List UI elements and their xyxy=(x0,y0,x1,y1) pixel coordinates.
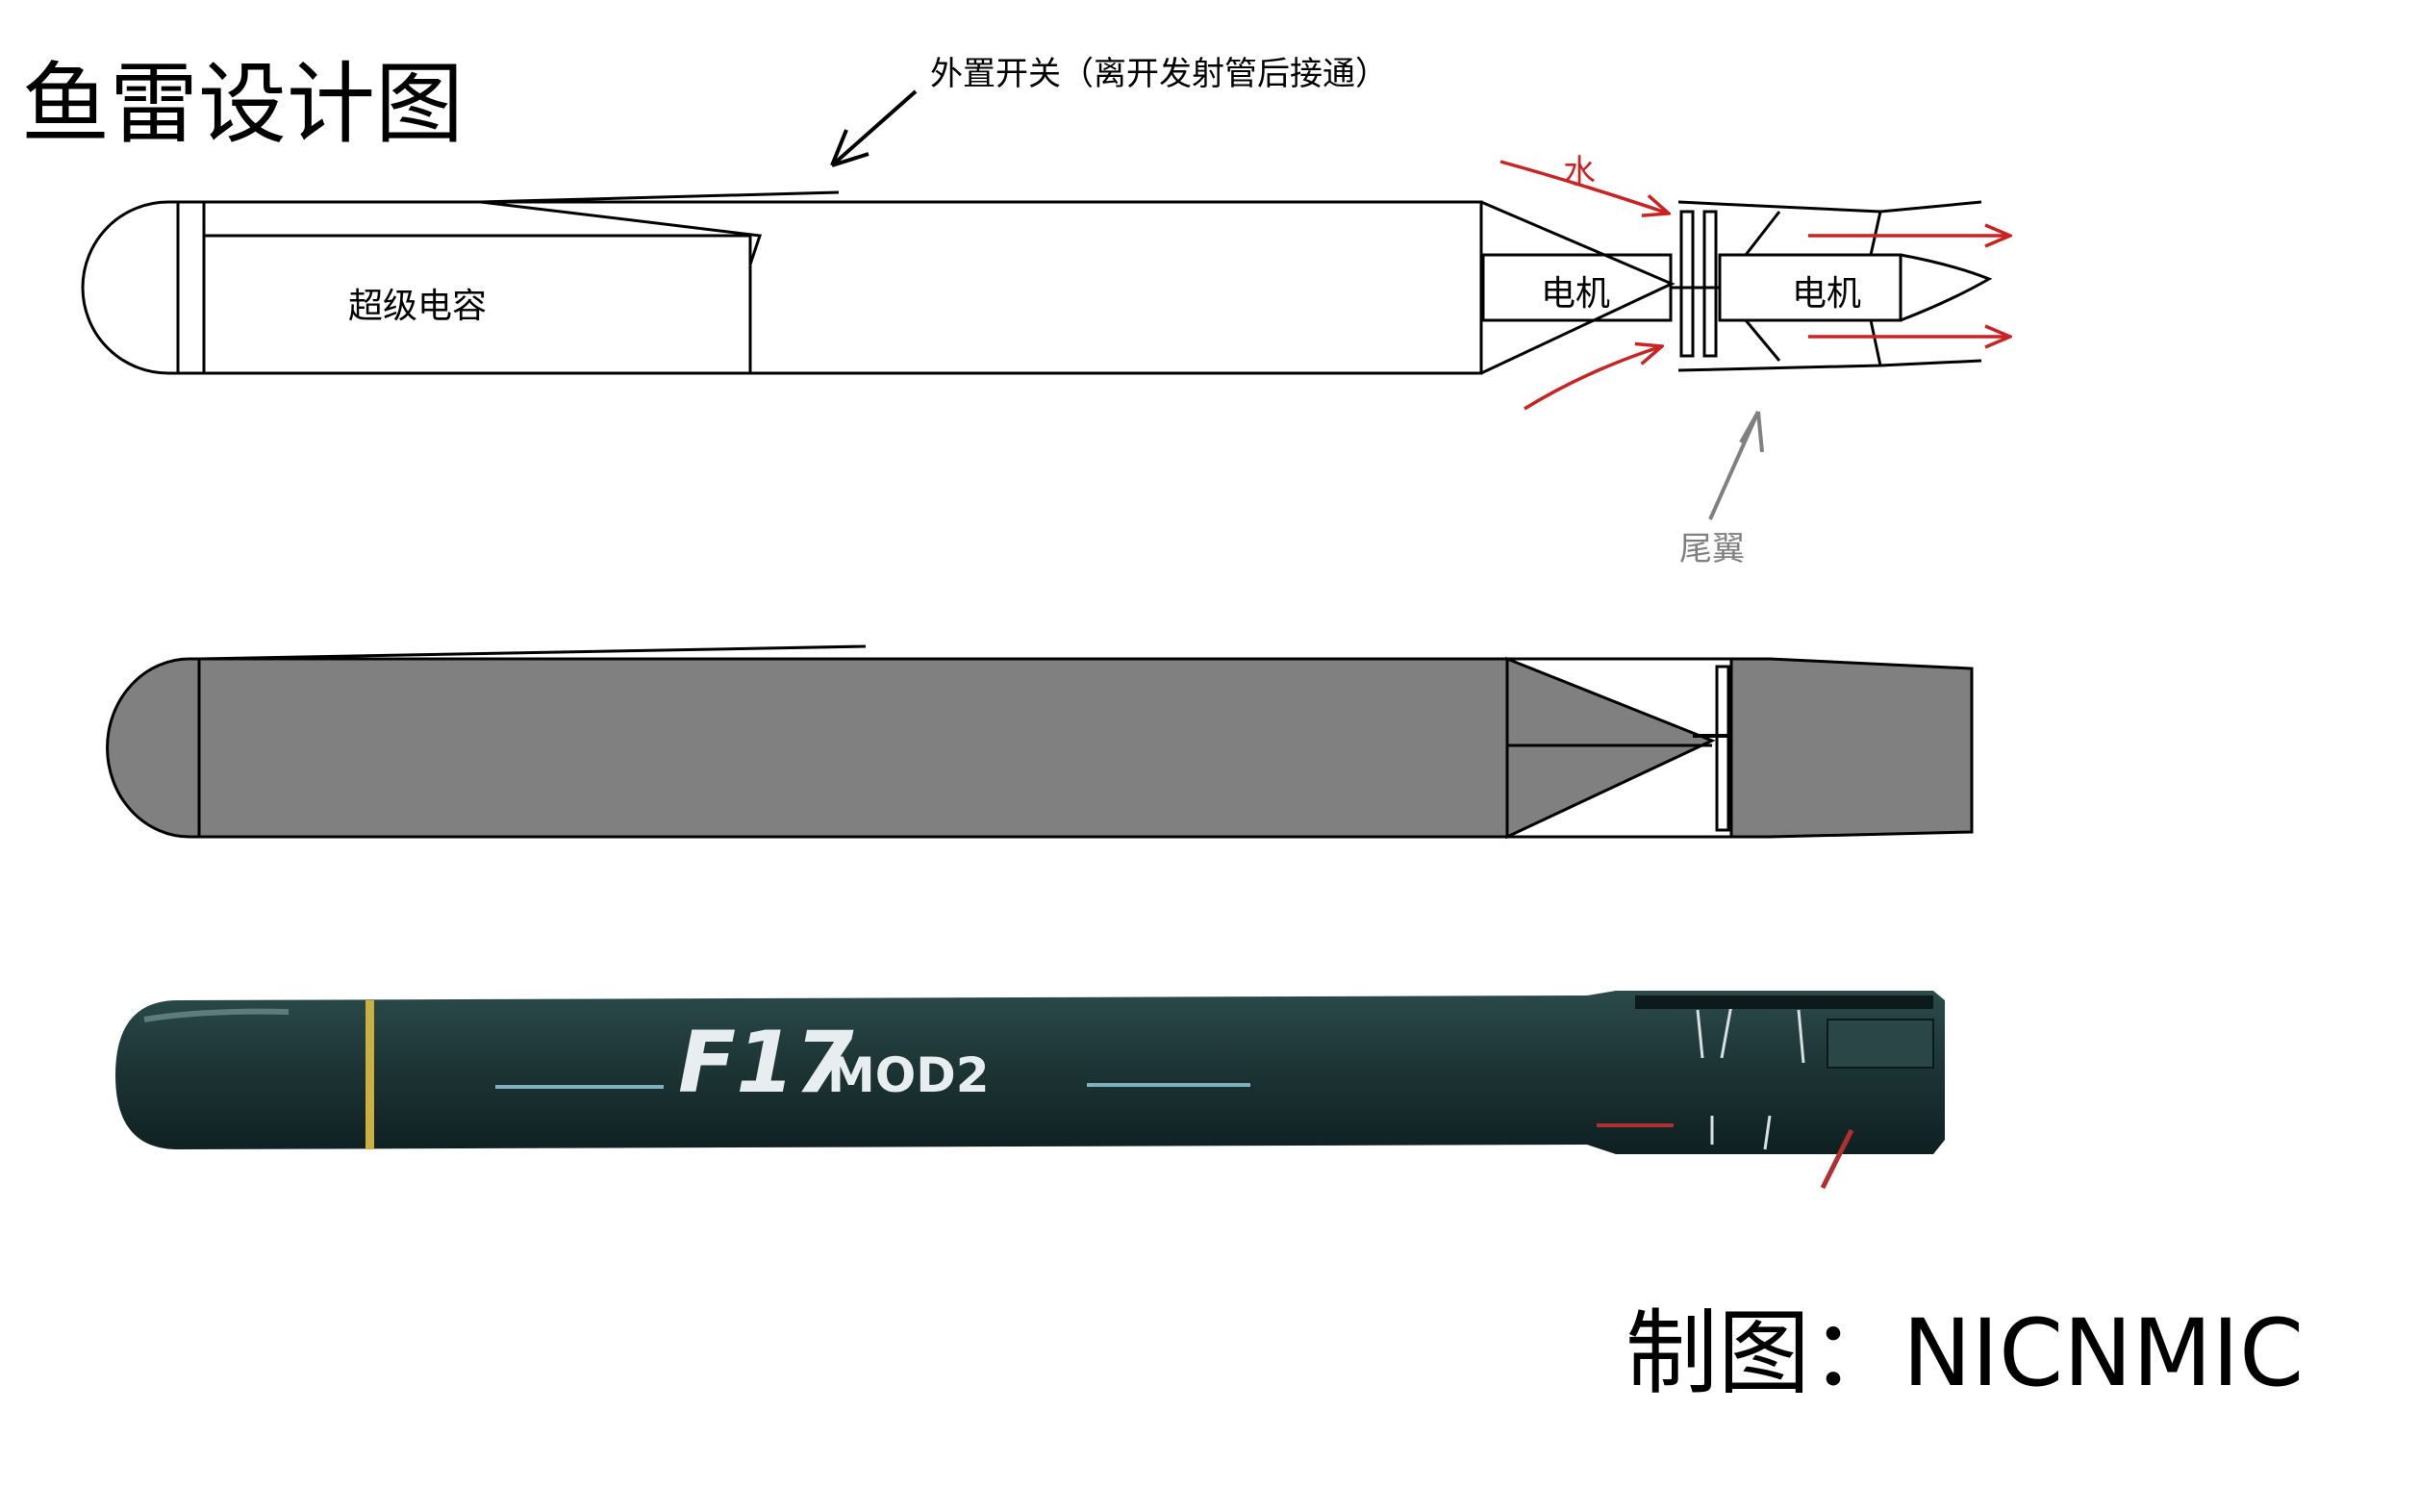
supercapacitor-box xyxy=(202,234,752,375)
switch-pointer-arrow xyxy=(830,89,918,167)
external-switch-label: 外置开关（离开发射管后接通） xyxy=(930,55,1388,93)
water-label: 水 xyxy=(1563,153,1596,191)
photo-tail-details xyxy=(1696,1004,1805,1150)
gray-tail-cone xyxy=(1505,656,1716,840)
motor-right-label: 电机 xyxy=(1792,274,1861,314)
diagram-title: 鱼雷设计图 xyxy=(21,53,464,156)
tail-fin-pointer-arrow xyxy=(1708,411,1764,520)
photo-body xyxy=(115,991,1945,1154)
tail-fin-plate-2 xyxy=(1702,210,1718,358)
supercapacitor-label: 超级电容 xyxy=(348,287,487,326)
gray-hull xyxy=(197,657,1509,839)
gray-propeller-plate xyxy=(1715,665,1730,832)
duct-upper xyxy=(1677,200,1982,214)
motor-left-label: 电机 xyxy=(1541,274,1610,314)
main-hull xyxy=(176,200,1483,375)
photo-model-main: F17 xyxy=(678,1013,854,1112)
gray-torpedo-drawing xyxy=(106,644,1974,840)
gray-nose xyxy=(106,657,201,839)
photo-model-sub: MOD2 xyxy=(827,1047,990,1103)
nose-cone xyxy=(81,200,178,375)
tail-fin-label: 尾翼 xyxy=(1679,530,1745,568)
photo-yellow-band xyxy=(365,1000,374,1149)
line-drawing-torpedo xyxy=(81,190,1993,375)
gray-tail-duct xyxy=(1729,657,1974,839)
water-flow-arrows xyxy=(1499,160,2010,411)
credit-label: 制图：NICNMIC xyxy=(1625,1299,2304,1407)
photo-nose-highlight xyxy=(143,1008,290,1022)
tail-fin-plate-1 xyxy=(1679,210,1695,358)
torpedo-photo: F17 MOD2 xyxy=(115,991,1945,1190)
external-switch-blade xyxy=(480,200,763,265)
photo-red-fin-right xyxy=(1820,1128,1854,1190)
duct-lower xyxy=(1677,359,1982,372)
